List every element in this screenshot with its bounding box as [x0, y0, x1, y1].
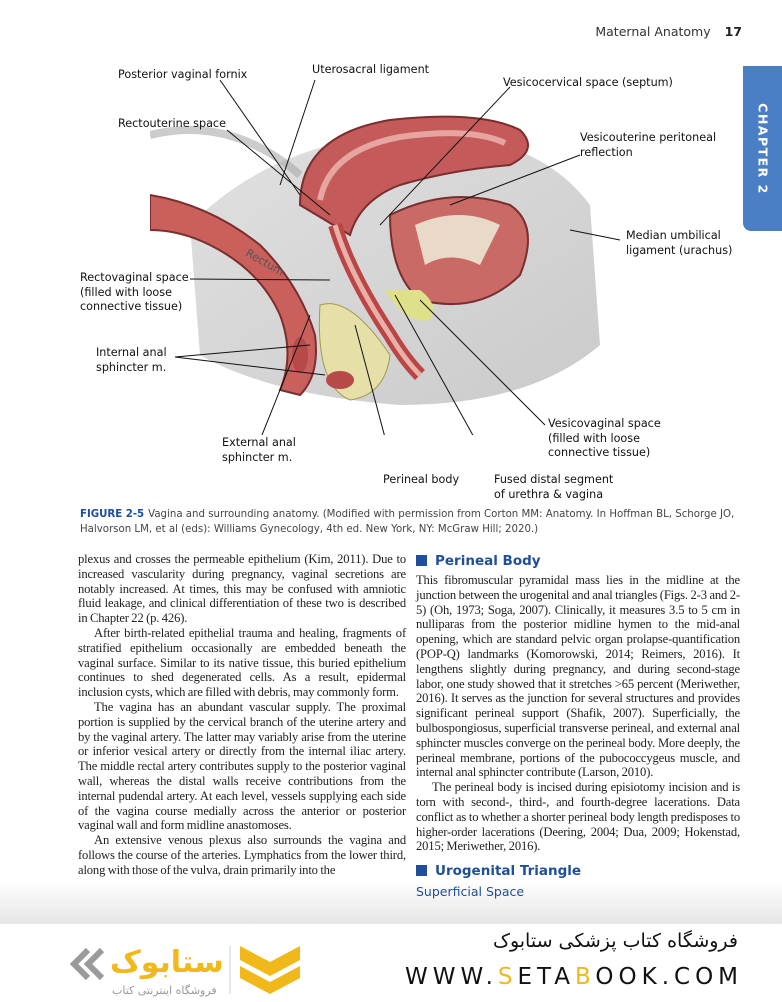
logo-wordmark: ستابوک	[110, 945, 224, 980]
setabook-logo: ستابوک فروشگاه اینترنتی کتاب	[69, 945, 300, 997]
caption-text: Vagina and surrounding anatomy. (Modifie…	[80, 509, 735, 535]
page-number: 17	[724, 24, 742, 39]
watermark-footer: ستابوک فروشگاه اینترنتی کتاب فروشگاه کتا…	[0, 924, 782, 1002]
store-name: فروشگاه کتاب پزشکی ستابوک	[492, 930, 738, 952]
label-perineal-body: Perineal body	[383, 473, 460, 486]
paragraph: An extensive venous plexus also surround…	[78, 833, 406, 877]
logo-subtitle: فروشگاه اینترنتی کتاب	[112, 984, 217, 997]
chapter-tab: CHAPTER 2	[743, 66, 782, 231]
double-chevron-icon	[69, 947, 105, 981]
label-uterosacral-ligament: Uterosacral ligament	[312, 63, 430, 76]
section-heading-urogenital-triangle: Urogenital Triangle	[416, 862, 740, 881]
paragraph: The perineal body is incised during epis…	[416, 780, 740, 854]
external-anal-sphincter	[326, 371, 354, 389]
section-heading-perineal-body: Perineal Body	[416, 552, 740, 571]
chevron-logo-icon	[240, 946, 300, 994]
rectum	[150, 193, 317, 397]
paragraph: This fibromuscular pyramidal mass lies i…	[416, 573, 740, 780]
running-head: Maternal Anatomy 17	[595, 24, 742, 39]
figure-number: FIGURE 2-5	[80, 509, 145, 520]
running-head-title: Maternal Anatomy	[595, 24, 711, 39]
bottom-fade	[0, 880, 782, 924]
heading-square-icon	[416, 555, 427, 566]
right-column: Perineal Body This fibromuscular pyramid…	[416, 552, 740, 900]
store-url: WWW.SETABOOK.COM	[405, 964, 744, 990]
paragraph: The vagina has an abundant vascular supp…	[78, 699, 406, 833]
label-vesicocervical-space: Vesicocervical space (septum)	[503, 76, 673, 89]
anatomy-illustration: Rectum	[150, 79, 621, 435]
label-posterior-vaginal-fornix: Posterior vaginal fornix	[118, 68, 248, 81]
paragraph: After birth-related epithelial trauma an…	[78, 625, 406, 700]
left-column: plexus and crosses the permeable epithel…	[78, 552, 406, 878]
chapter-tab-label: CHAPTER 2	[755, 102, 770, 195]
paragraph: plexus and crosses the permeable epithel…	[78, 552, 406, 626]
heading-square-icon	[416, 865, 427, 877]
leader-lines	[174, 79, 621, 435]
subheading-superficial-space: Superficial Space	[416, 884, 525, 900]
uterus	[298, 115, 529, 237]
label-rectouterine-space: Rectouterine space	[118, 117, 226, 130]
